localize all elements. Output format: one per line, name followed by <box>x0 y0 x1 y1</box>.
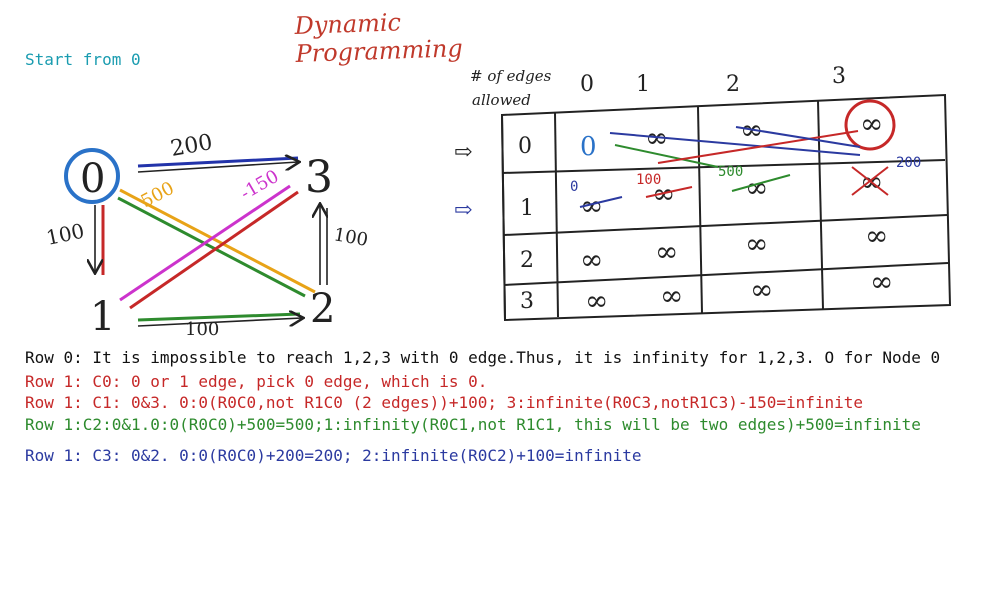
row-header-1: 1 <box>520 196 534 221</box>
cell-r2-c3: ∞ <box>865 219 888 252</box>
cell-r3-c2: ∞ <box>750 273 773 306</box>
row-header-3: 3 <box>520 289 534 314</box>
row-1-pointer-icon: ⇨ <box>454 198 472 223</box>
corner-label-1: # of edges <box>470 67 552 85</box>
cell-r0-c3: ∞ <box>860 107 883 140</box>
edge-0-1-weight: 100 <box>44 218 86 249</box>
cell-r3-c1: ∞ <box>660 279 683 312</box>
cell-r1-c0: ∞ <box>580 189 603 222</box>
cell-r2-c1: ∞ <box>655 235 678 268</box>
node-0-label: 0 <box>80 156 105 202</box>
edge-3-1-alt <box>129 190 299 310</box>
cell-r2-c2: ∞ <box>745 227 768 260</box>
annot-r1-c1: 100 <box>636 172 661 188</box>
col-header-0: 0 <box>580 72 594 97</box>
edge-3-1-weight: -150 <box>237 166 283 204</box>
edge-0-3 <box>137 156 299 168</box>
edge-0-2-alt <box>117 196 306 298</box>
col-header-1: 1 <box>636 72 650 97</box>
start-label: Start from 0 <box>25 50 141 69</box>
graph-diagram: 0 1 2 3 200 100 500 -150 100 100 <box>44 130 370 340</box>
cell-r1-c2: ∞ <box>745 171 768 204</box>
annot-r1-c3: 200 <box>896 155 921 171</box>
row-header-2: 2 <box>520 248 534 273</box>
node-3-label: 3 <box>305 152 333 203</box>
cell-r2-c0: ∞ <box>580 243 603 276</box>
cell-r0-c3-circle <box>844 99 896 151</box>
edge-0-3-weight: 200 <box>169 130 215 162</box>
node-2-label: 2 <box>310 286 335 332</box>
corner-label-2: allowed <box>472 91 531 109</box>
annot-r1-c0: 0 <box>570 179 578 195</box>
row-header-0: 0 <box>518 134 532 159</box>
cell-r3-c0: ∞ <box>585 284 608 317</box>
edge-2-3-weight: 100 <box>332 224 369 251</box>
edge-3-1 <box>119 184 291 302</box>
edge-1-2-weight: 100 <box>185 319 219 340</box>
explanation-line-2: Row 1: C0: 0 or 1 edge, pick 0 edge, whi… <box>25 372 488 391</box>
col-header-3: 3 <box>832 64 846 89</box>
node-1-label: 1 <box>90 294 115 340</box>
node-0-circle <box>64 148 120 204</box>
explanation-line-4: Row 1:C2:0&1.0:0(R0C0)+500=500;1:infinit… <box>25 415 921 434</box>
dp-table: # of edges allowed 0 1 2 3 0 1 2 3 ⇨ ⇨ 0… <box>454 64 952 322</box>
edge-0-2 <box>119 188 316 294</box>
explanation-line-1: Row 0: It is impossible to reach 1,2,3 w… <box>25 348 941 367</box>
edge-1-2 <box>137 312 301 322</box>
col-header-2: 2 <box>726 72 740 97</box>
explanation-line-5: Row 1: C3: 0&2. 0:0(R0C0)+200=200; 2:inf… <box>25 446 642 465</box>
cell-r3-c3: ∞ <box>870 265 893 298</box>
row-0-pointer-icon: ⇨ <box>454 140 472 165</box>
edge-0-2-weight: 500 <box>137 178 177 213</box>
annot-r1-c2: 500 <box>718 164 743 180</box>
cell-r0-c0: 0 <box>580 132 597 162</box>
explanation-line-3: Row 1: C1: 0&3. 0:0(R0C0,not R1C0 (2 edg… <box>25 393 864 412</box>
